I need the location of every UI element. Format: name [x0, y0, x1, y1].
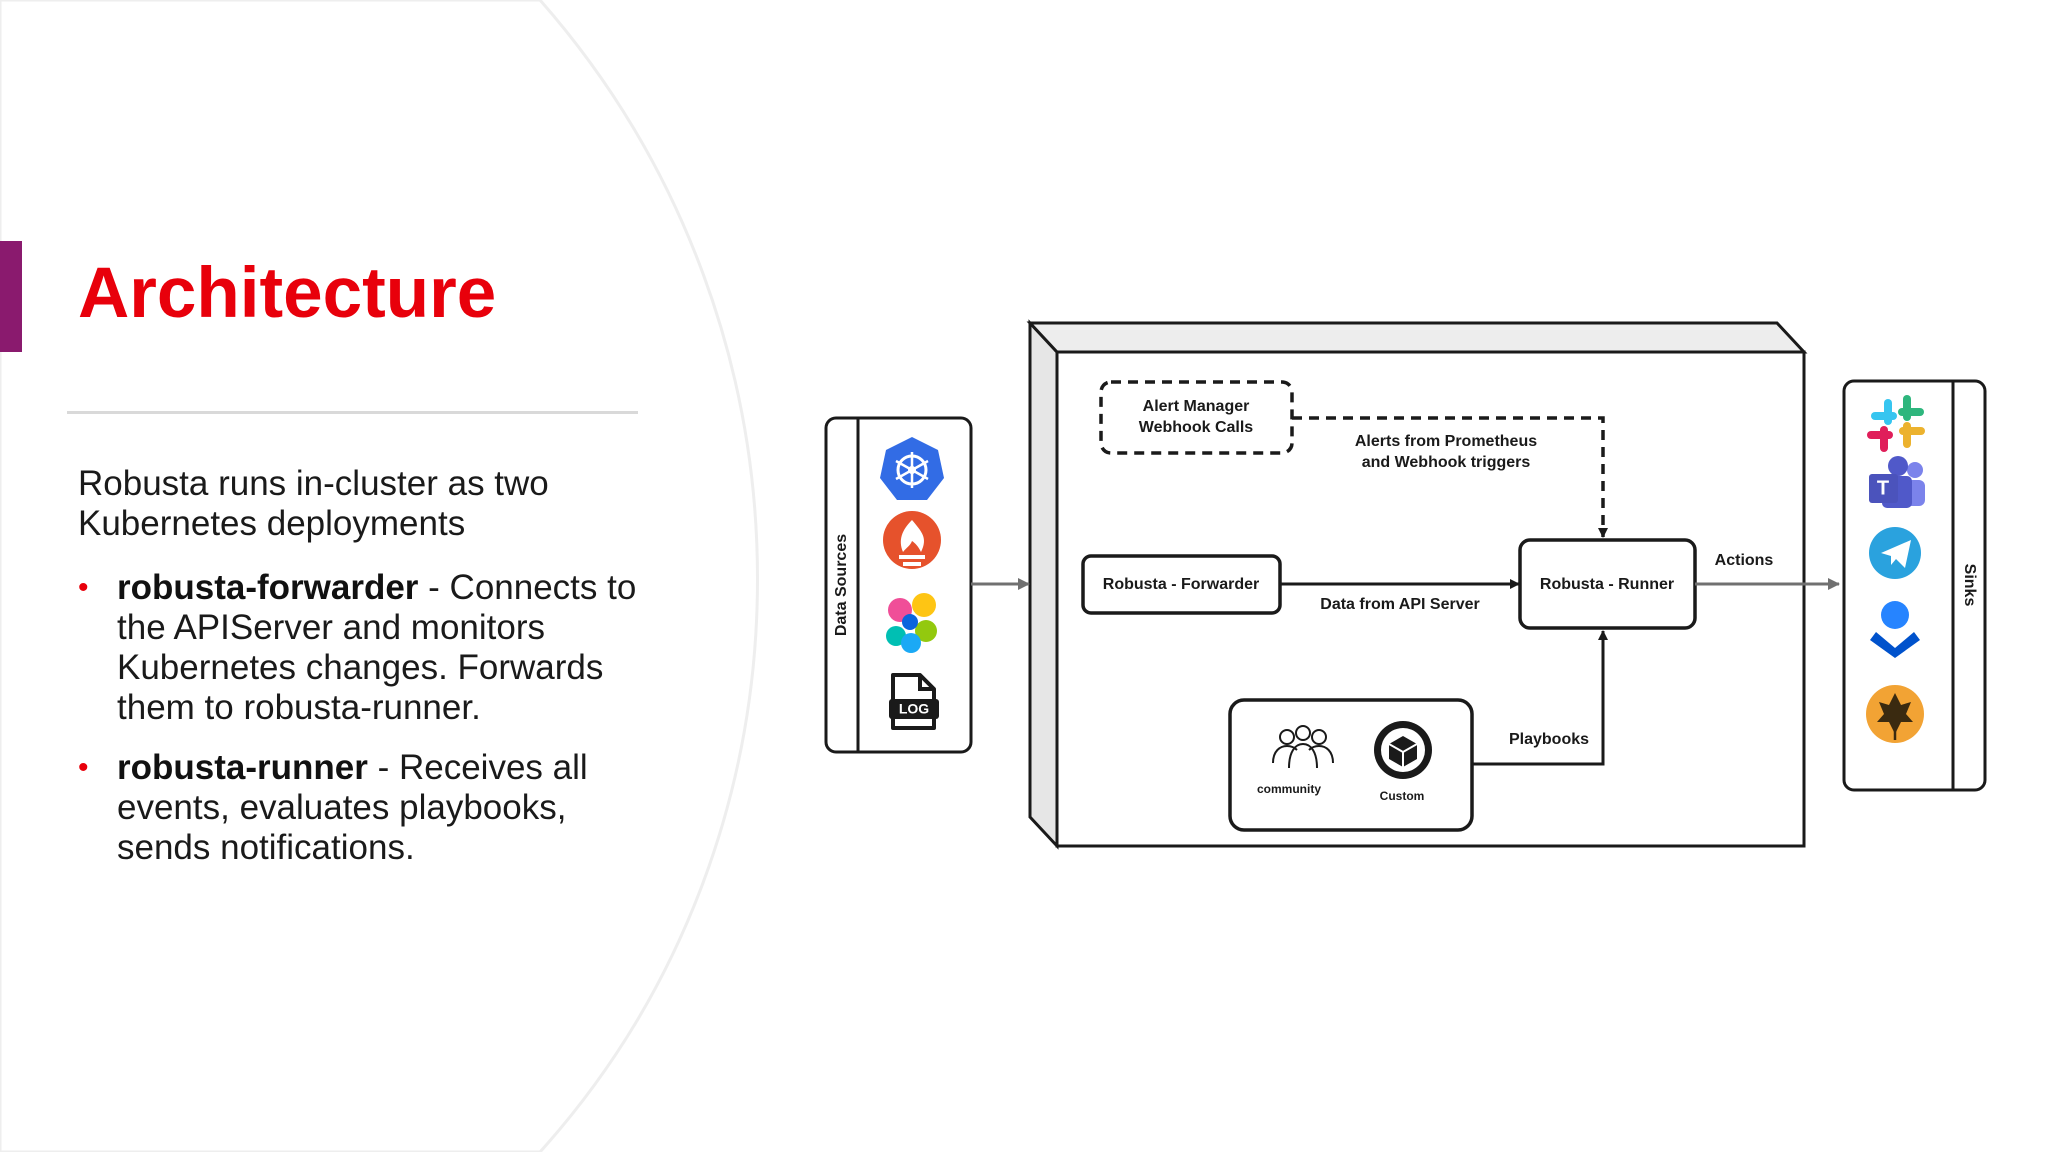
alerts-dashed-arrow: [1292, 416, 1608, 538]
bullet-term: robusta-forwarder: [117, 568, 419, 607]
custom-icon: [1374, 721, 1432, 779]
bullet-item-runner: • robusta-runner - Receives all events, e…: [78, 748, 648, 868]
alert-manager-label-line1: Alert Manager: [1143, 398, 1250, 415]
prometheus-icon: [883, 511, 941, 569]
pager-icon: [1866, 685, 1924, 743]
alert-manager-box: [1099, 380, 1294, 455]
playbooks-box: [1228, 698, 1474, 832]
accent-bar: [0, 241, 22, 352]
bullet-item-forwarder: • robusta-forwarder - Connects to the API…: [78, 568, 648, 728]
white-panel: [0, 0, 759, 1152]
custom-label: Custom: [1380, 789, 1425, 803]
data-sources-label: Data Sources: [833, 534, 850, 636]
log-file-icon: LOG: [889, 673, 939, 730]
teams-icon-label: T: [1877, 477, 1889, 499]
log-icon-label: LOG: [899, 701, 929, 717]
intro-text: Robusta runs in-cluster as two Kubernete…: [78, 464, 549, 543]
data-sources-panel: Data Sources: [824, 416, 973, 754]
sinks-label: Sinks: [1961, 564, 1978, 607]
alerts-label-line2: and Webhook triggers: [1362, 454, 1531, 471]
community-label: community: [1257, 782, 1321, 796]
playbooks-to-runner-arrow: [1472, 630, 1608, 766]
runner-label: Robusta - Runner: [1540, 576, 1674, 593]
forwarder-label: Robusta - Forwarder: [1103, 576, 1259, 593]
actions-label: Actions: [1715, 552, 1774, 569]
api-label: Data from API Server: [1320, 596, 1479, 613]
teams-icon: T: [1869, 456, 1925, 508]
bullet-text: - Receives all events, evaluates playboo…: [117, 748, 588, 867]
slack-icon: [1867, 395, 1925, 452]
opsgenie-icon: [1870, 601, 1920, 658]
bullet-dot: •: [78, 571, 89, 604]
community-icon: [1272, 725, 1334, 769]
elastic-icon: [886, 593, 937, 653]
alert-manager-label-line2: Webhook Calls: [1139, 419, 1253, 436]
playbooks-label: Playbooks: [1509, 731, 1589, 748]
title-divider: [67, 411, 638, 414]
slide-title: Architecture: [78, 254, 497, 333]
bullet-dot: •: [78, 751, 89, 784]
alerts-label-line1: Alerts from Prometheus: [1355, 433, 1537, 450]
telegram-icon: [1869, 527, 1921, 579]
kubernetes-icon: [880, 437, 944, 500]
bullet-text: - Connects to the APIServer and monitors…: [117, 568, 637, 727]
bullet-term: robusta-runner: [117, 748, 368, 787]
bullet-list: • robusta-forwarder - Connects to the API…: [78, 568, 648, 888]
